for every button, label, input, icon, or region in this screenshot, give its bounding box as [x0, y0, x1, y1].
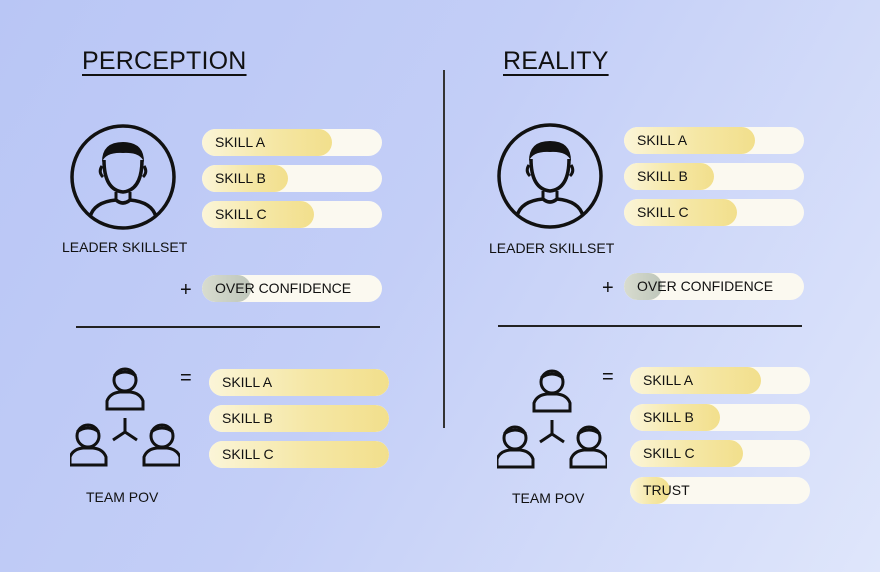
person-circle-icon: [497, 123, 603, 229]
divider-line: [76, 326, 380, 328]
skill-bar: SKILL B: [624, 163, 804, 190]
reality-title: REALITY: [503, 47, 609, 75]
skill-bar-fill: [630, 367, 762, 394]
leader-skillset-caption: LEADER SKILLSET: [489, 240, 615, 256]
skill-bar: SKILL A: [624, 127, 804, 154]
skill-bar-label: SKILL C: [222, 446, 274, 462]
team-network-icon: [70, 367, 180, 467]
team-network-icon: [497, 369, 607, 469]
over-confidence-label: OVER CONFIDENCE: [215, 280, 352, 296]
skill-bar-label: SKILL A: [637, 132, 688, 148]
skill-bar-label: SKILL B: [215, 170, 266, 186]
skill-bar: SKILL A: [209, 369, 389, 396]
skill-bar-fill: [202, 129, 332, 156]
skill-bar-fill: [202, 201, 314, 228]
skill-bar-fill: [209, 405, 389, 432]
skill-bar-fill: [624, 199, 738, 226]
vertical-divider: [443, 70, 445, 428]
skill-bar: SKILL B: [202, 165, 382, 192]
skill-bar-label: SKILL B: [643, 409, 694, 425]
equals-sign: =: [180, 367, 192, 389]
leader-skillset-caption: LEADER SKILLSET: [62, 239, 188, 255]
skill-bar-fill: [630, 404, 720, 431]
skill-bar-label: SKILL C: [215, 206, 267, 222]
skill-bar: SKILL C: [209, 441, 389, 468]
skill-bar: SKILL B: [630, 404, 810, 431]
over-confidence-bar: OVER CONFIDENCE: [202, 275, 382, 302]
skill-bar-fill: [202, 165, 289, 192]
over-confidence-label: OVER CONFIDENCE: [637, 278, 774, 294]
skill-bar: SKILL A: [630, 367, 810, 394]
over-confidence-fill: [624, 273, 662, 300]
skill-bar: SKILL B: [209, 405, 389, 432]
skill-bar: TRUST: [630, 477, 810, 504]
skill-bar-label: SKILL C: [643, 445, 695, 461]
skill-bar-fill: [624, 163, 714, 190]
skill-bar: SKILL A: [202, 129, 382, 156]
skill-bar: SKILL C: [624, 199, 804, 226]
person-circle-icon: [70, 124, 176, 230]
team-pov-caption: TEAM POV: [86, 489, 159, 505]
skill-bar-label: SKILL B: [222, 410, 273, 426]
team-pov-caption: TEAM POV: [512, 490, 585, 506]
skill-bar-label: SKILL B: [637, 168, 688, 184]
skill-bar-fill: [630, 440, 744, 467]
skill-bar-fill: [209, 441, 389, 468]
skill-bar-label: SKILL C: [637, 204, 689, 220]
skill-bar-label: SKILL A: [215, 134, 266, 150]
skill-bar: SKILL C: [630, 440, 810, 467]
plus-sign: +: [602, 277, 614, 299]
divider-line: [498, 325, 802, 327]
skill-bar-fill: [624, 127, 756, 154]
over-confidence-fill: [202, 275, 251, 302]
skill-bar-label: TRUST: [643, 482, 690, 498]
skill-bar-label: SKILL A: [643, 372, 694, 388]
equals-sign: =: [602, 366, 614, 388]
perception-title: PERCEPTION: [82, 47, 247, 75]
skill-bar-label: SKILL A: [222, 374, 273, 390]
skill-bar-fill: [209, 369, 389, 396]
plus-sign: +: [180, 279, 192, 301]
over-confidence-bar: OVER CONFIDENCE: [624, 273, 804, 300]
skill-bar-fill: [630, 477, 670, 504]
skill-bar: SKILL C: [202, 201, 382, 228]
